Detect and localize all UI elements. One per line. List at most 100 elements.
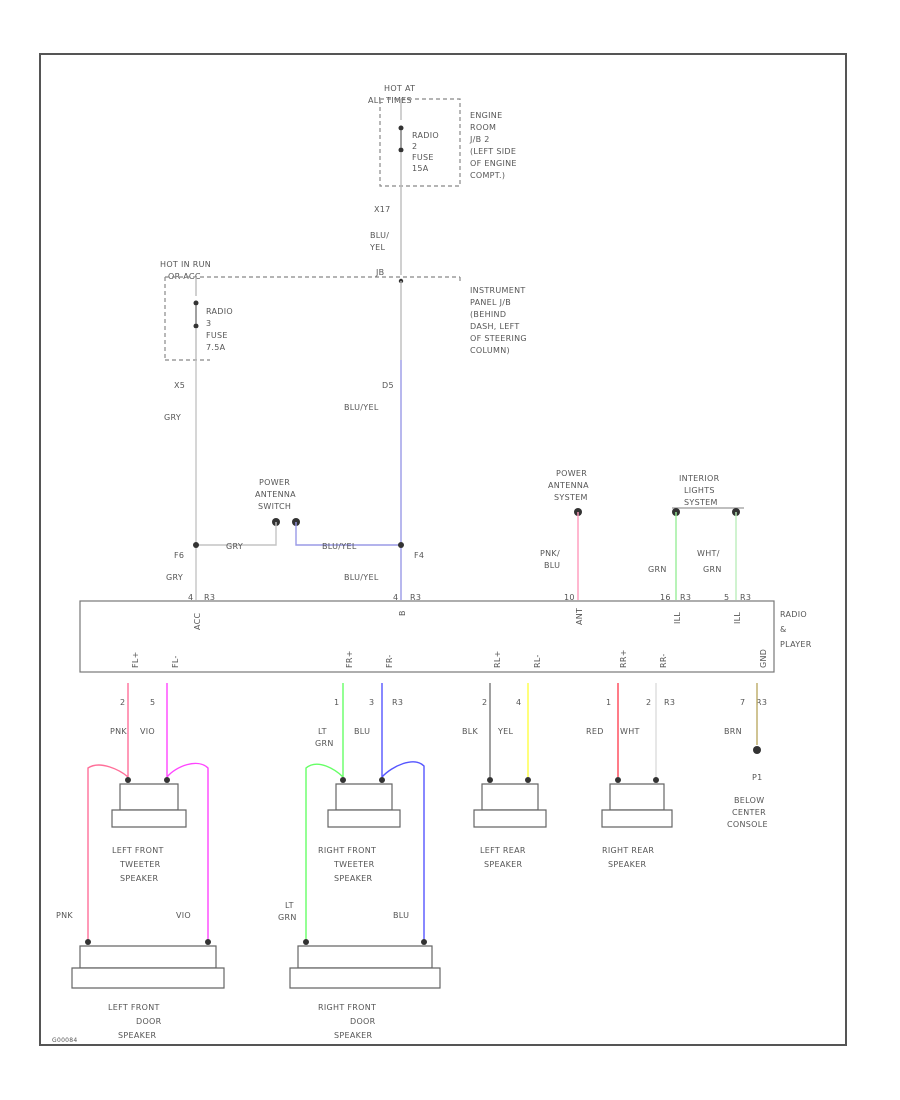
ip-jb-label-4: DASH, LEFT (470, 322, 520, 331)
radio-label-1: RADIO (780, 610, 807, 619)
rf-tweeter-label-1: RIGHT FRONT (318, 846, 376, 855)
wire-brn-label: BRN (724, 727, 742, 736)
wire-switch-gry-label: GRY (226, 542, 243, 551)
ground-point (753, 746, 761, 754)
pin-r3b-label: R3 (664, 698, 675, 707)
radio-pin-4: 4 (188, 593, 193, 602)
lf-tweeter-label-1: LEFT FRONT (112, 846, 164, 855)
radio-label-3: PLAYER (780, 640, 812, 649)
pin-3-label: 3 (369, 698, 374, 707)
ground-id-label: P1 (752, 773, 763, 782)
radio-func-rl-plus: RL+ (493, 650, 502, 668)
pin-r3c-label: R3 (756, 698, 767, 707)
fuse-terminal (193, 323, 199, 329)
radio-func-fr-plus: FR+ (345, 650, 354, 668)
interior-lights-system: INTERIOR LIGHTS SYSTEM GRN WHT/ GRN (648, 474, 744, 600)
connector-top-label: X17 (374, 205, 391, 214)
engine-jb-label-6: COMPT.) (470, 171, 505, 180)
wire-wht-grn-label-2: GRN (703, 565, 722, 574)
wire-f6-label: GRY (166, 573, 183, 582)
radio-pin-10: 10 (564, 593, 575, 602)
right-rear-label-1: RIGHT REAR (602, 846, 654, 855)
wire-pnk-label: PNK (110, 727, 127, 736)
radio-pin-r3c: R3 (680, 593, 691, 602)
engine-jb-label-5: OF ENGINE (470, 159, 517, 168)
left-front-door-speaker: PNK VIO LEFT FRONT DOOR SPEAKER (56, 911, 225, 1040)
ip-jb-label-6: COLUMN) (470, 346, 510, 355)
radio-fuse-label-3: FUSE (206, 331, 228, 340)
wire-f4-label: BLU/YEL (344, 573, 379, 582)
radio-func-fl-minus: FL- (171, 655, 180, 668)
ip-jb-label-3: (BEHIND (470, 310, 506, 319)
lf-tweeter-label-3: SPEAKER (120, 874, 159, 883)
engine-jb-label-2: ROOM (470, 123, 496, 132)
ip-jb-label-2: PANEL J/B (470, 298, 511, 307)
power-antenna-switch: POWER ANTENNA SWITCH GRY BLU/YEL (193, 478, 404, 551)
wire-vio-label: VIO (140, 727, 155, 736)
radio-func-rl-minus: RL- (533, 654, 542, 668)
left-rear-label-1: LEFT REAR (480, 846, 526, 855)
fuse-terminal (398, 125, 404, 131)
lf-tweeter-label-2: TWEETER (119, 860, 161, 869)
wire-door-blu-label: BLU (393, 911, 409, 920)
connector-x5-label: X5 (174, 381, 185, 390)
radio-player-unit: 4 R3 4 R3 10 16 R3 5 R3 ACC B ANT ILL IL… (79, 593, 812, 673)
wire-door-vio-label: VIO (176, 911, 191, 920)
hot-at-label: HOT AT (384, 84, 415, 93)
wire-red-label: RED (586, 727, 604, 736)
wire-door-lt-grn-label-1: LT (285, 901, 294, 910)
pin-1b-label: 1 (606, 698, 611, 707)
engine-jb-label-1: ENGINE (470, 111, 502, 120)
wire-blu-yel-label: BLU/YEL (344, 403, 379, 412)
radio-func-b: B (398, 610, 407, 616)
lf-door-label-1: LEFT FRONT (108, 1003, 160, 1012)
left-front-tweeter-speaker: LEFT FRONT TWEETER SPEAKER (87, 762, 209, 940)
connector-f6-label: F6 (174, 551, 184, 560)
pa-switch-label-2: ANTENNA (255, 490, 296, 499)
pa-switch-label-3: SWITCH (258, 502, 291, 511)
wire-wht-grn-label-1: WHT/ (697, 549, 720, 558)
rf-tweeter-label-3: SPEAKER (334, 874, 373, 883)
wire-door-pnk-label: PNK (56, 911, 73, 920)
hot-at-sub-label: ALL TIMES (368, 96, 412, 105)
engine-jb-outline (379, 98, 461, 187)
ground-label-2: CENTER (732, 808, 766, 817)
left-rear-label-2: SPEAKER (484, 860, 523, 869)
ground-label-3: CONSOLE (727, 820, 768, 829)
radio2-fuse-label-2: 2 (412, 142, 417, 151)
rf-door-label-1: RIGHT FRONT (318, 1003, 376, 1012)
hot-run-label: HOT IN RUN (160, 260, 211, 269)
lf-door-label-2: DOOR (136, 1017, 162, 1026)
jb-splice-label: JB (375, 268, 384, 277)
fuse-terminal (398, 147, 404, 153)
pin-1-label: 1 (334, 698, 339, 707)
pin-2-label: 2 (120, 698, 125, 707)
radio-func-gnd: GND (759, 649, 768, 668)
radio-func-ill: ILL (673, 612, 682, 624)
int-lights-label-3: SYSTEM (684, 498, 718, 507)
left-rear-speaker: LEFT REAR SPEAKER (473, 777, 547, 869)
engine-jb-label-3: J/B 2 (469, 135, 490, 144)
lf-door-label-3: SPEAKER (118, 1031, 157, 1040)
ip-jb-outline (164, 276, 460, 361)
connector-f4-label: F4 (414, 551, 424, 560)
int-lights-label-2: LIGHTS (684, 486, 715, 495)
wire-lt-grn-label-2: GRN (315, 739, 334, 748)
radio-pin-r3: R3 (204, 593, 215, 602)
pin-r3-label: R3 (392, 698, 403, 707)
wire-pink-blu-label-2: BLU (544, 561, 560, 570)
right-front-door-speaker: LT GRN BLU RIGHT FRONT DOOR SPEAKER (278, 901, 441, 1040)
pa-system-label-3: SYSTEM (554, 493, 588, 502)
radio-pin-r3b: R3 (410, 593, 421, 602)
radio-pin-4b: 4 (393, 593, 398, 602)
radio-fuse-label-2: 3 (206, 319, 211, 328)
fuse-terminal (193, 300, 199, 306)
engine-jb-label-4: (LEFT SIDE (470, 147, 516, 156)
radio-player-box (79, 600, 775, 673)
int-lights-label-1: INTERIOR (679, 474, 720, 483)
radio-func-acc: ACC (193, 612, 202, 630)
corner-id-label: G00084 (52, 1037, 78, 1044)
radio-fuse-label-4: 7.5A (206, 343, 226, 352)
radio-pin-r3d: R3 (740, 593, 751, 602)
